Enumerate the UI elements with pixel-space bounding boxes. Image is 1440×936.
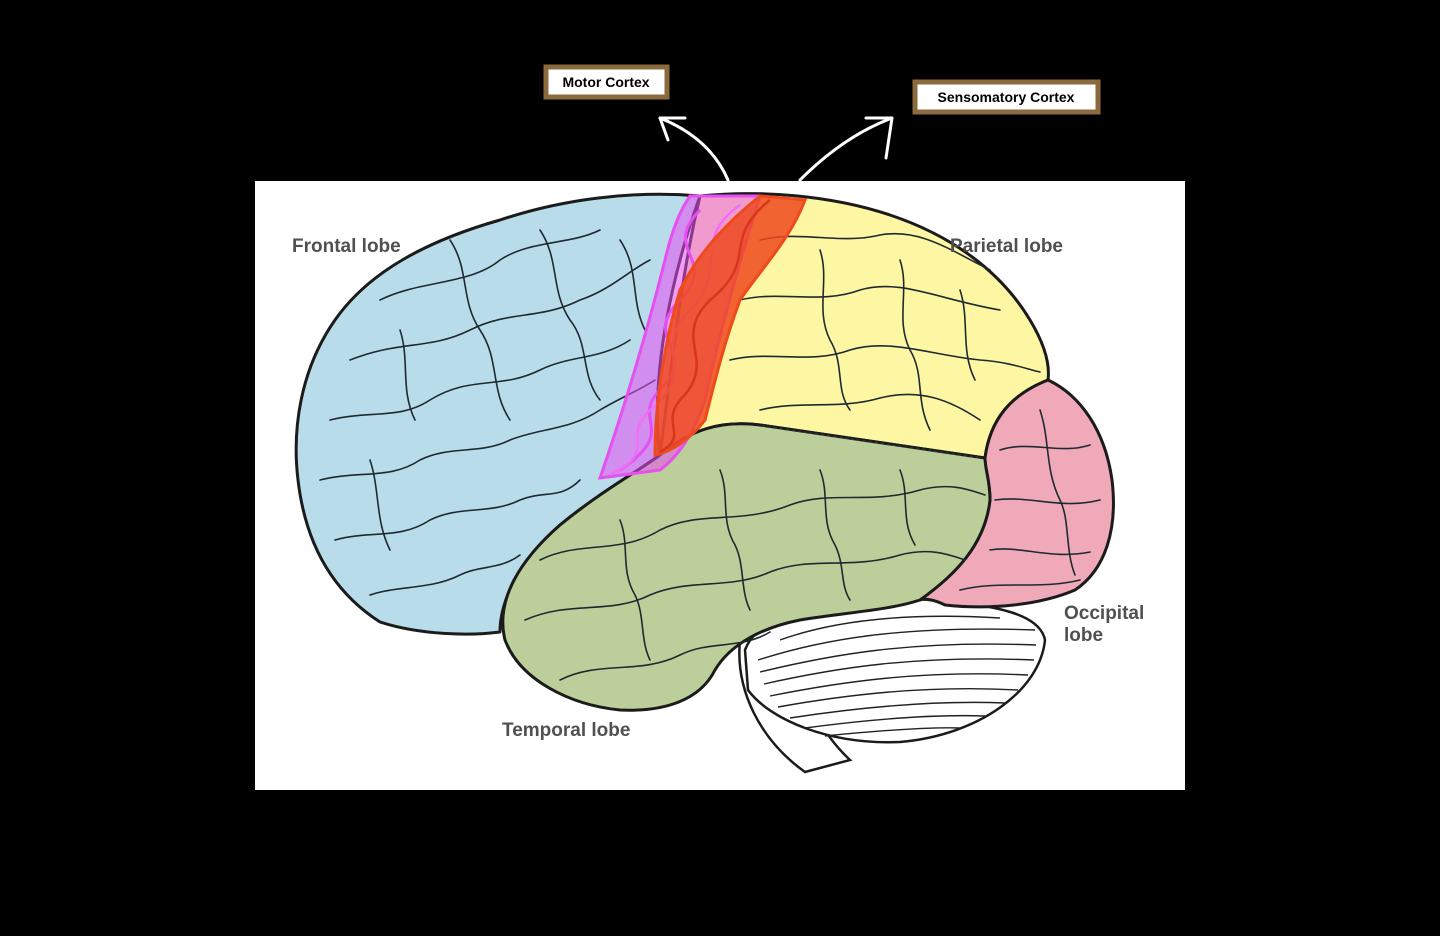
frontal-lobe-label: Frontal lobe <box>292 236 401 257</box>
cerebellum <box>743 596 1047 744</box>
frontal-sulci <box>319 229 656 596</box>
temporal-sulci <box>524 469 986 681</box>
motor-cortex-callout: Motor Cortex <box>543 64 670 100</box>
motor-cortex-arrow <box>658 116 730 182</box>
sensory-cortex-arrow <box>798 116 894 182</box>
occipital-lobe-label-line1: Occipital <box>1064 603 1144 624</box>
parietal-temporal-boundary <box>761 425 983 459</box>
parietal-lobe-label: Parietal lobe <box>950 236 1063 257</box>
sensory-cortex-highlight <box>653 194 808 457</box>
parietal-sulci <box>729 232 1041 431</box>
motor-cortex-label: Motor Cortex <box>562 74 649 90</box>
occipital-lobe-label-line2: lobe <box>1064 625 1103 646</box>
sensory-cortex-label: Sensomatory Cortex <box>938 89 1075 105</box>
temporal-lobe <box>501 422 992 712</box>
temporal-lobe-label: Temporal lobe <box>502 720 630 741</box>
sensory-cortex-callout: Sensomatory Cortex <box>912 79 1101 115</box>
occipital-sulci <box>959 409 1101 591</box>
